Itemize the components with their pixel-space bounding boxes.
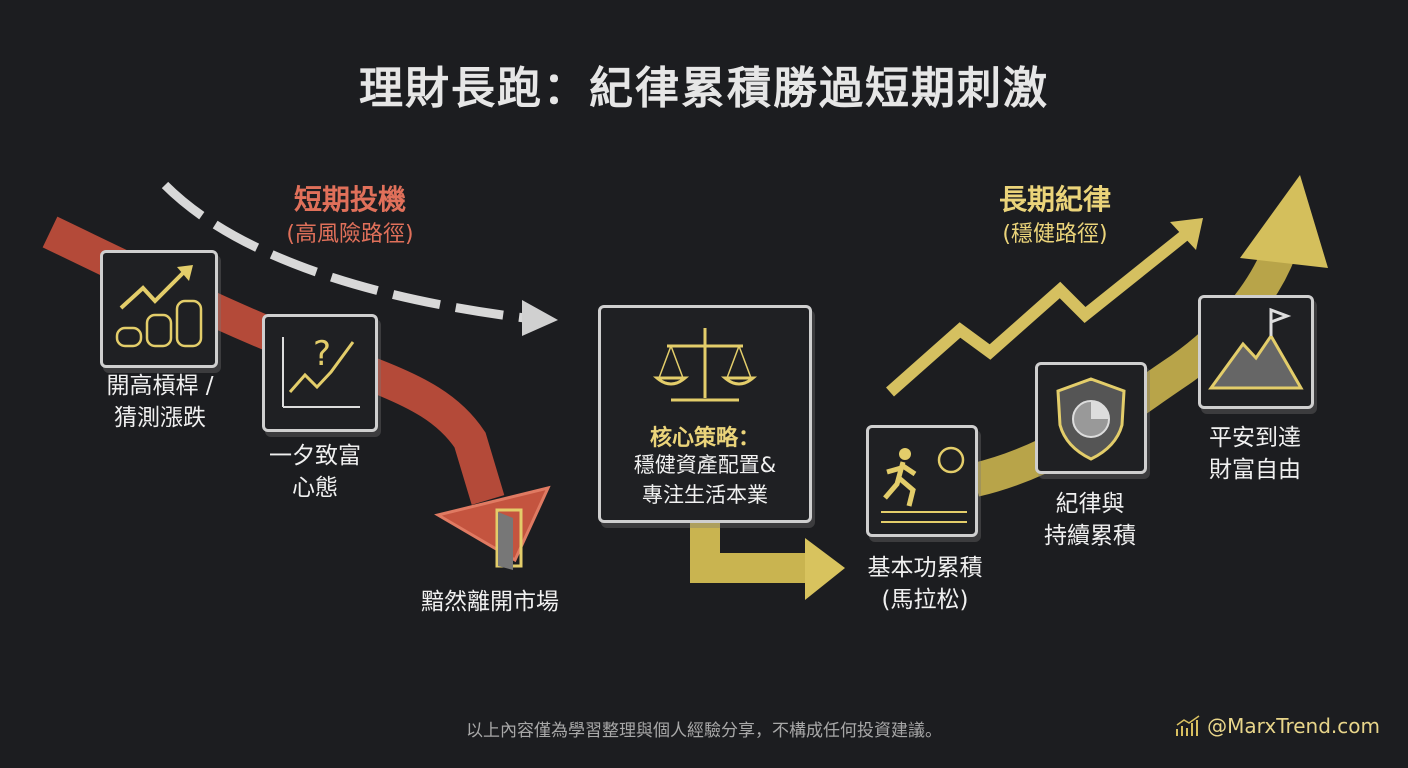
leverage-box [100, 250, 218, 368]
core-heading: 核心策略： [649, 426, 760, 451]
freedom-box [1198, 295, 1314, 409]
svg-text:?: ? [313, 334, 331, 374]
question-chart-icon: ? [282, 334, 360, 408]
mountain-flag-icon [1208, 307, 1304, 390]
risk-path-arrowhead [434, 485, 551, 563]
page-title: 理財長跑：紀律累積勝過短期刺激 [359, 63, 1049, 114]
core-out-arrow [690, 520, 810, 583]
short-term-subheading: (高風險路徑) [286, 222, 414, 247]
marathon-box [866, 425, 978, 537]
core-line1: 穩健資產配置& [633, 453, 777, 477]
dashed-arrow [161, 181, 526, 323]
windfall-box: ? [262, 314, 378, 432]
brand-handle[interactable]: @MarxTrend.com [1207, 714, 1380, 738]
step-windfall-label: 一夕致富心態 [269, 443, 361, 501]
core-out-arrowhead [805, 538, 845, 600]
growth-arrowhead [1240, 175, 1328, 268]
long-term-heading: 長期紀律 [998, 183, 1111, 216]
dashed-arrowhead [522, 300, 558, 336]
short-term-heading: 短期投機 [293, 183, 406, 216]
balance-scale-icon [652, 328, 758, 402]
discipline-box [1035, 362, 1147, 474]
core-strategy-box: 核心策略： 穩健資產配置& 專注生活本業 [598, 305, 812, 523]
step-marathon-label: 基本功累積(馬拉松) [867, 555, 983, 613]
chart-logo-icon [1176, 715, 1200, 736]
brand[interactable]: @MarxTrend.com [1175, 714, 1380, 738]
step-discipline-label: 紀律與持續累積 [1044, 491, 1136, 549]
shield-pie-icon [1056, 377, 1126, 461]
step-exit-label: 黯然離開市場 [421, 589, 559, 615]
zigzag-arrowhead [1170, 218, 1203, 250]
disclaimer-text: 以上內容僅為學習整理與個人經驗分享，不構成任何投資建議。 [466, 721, 942, 741]
core-line2: 專注生活本業 [642, 483, 768, 507]
exit-door-icon [495, 508, 523, 570]
step-leverage-label: 開高槓桿 /猜測漲跌 [106, 373, 214, 431]
zigzag-growth-arrow [886, 230, 1189, 397]
step-freedom-label: 平安到達財富自由 [1209, 425, 1301, 483]
long-term-subheading: (穩健路徑) [1002, 222, 1108, 247]
runner-stopwatch-icon [881, 446, 967, 523]
coins-rising-chart-icon [115, 265, 203, 348]
